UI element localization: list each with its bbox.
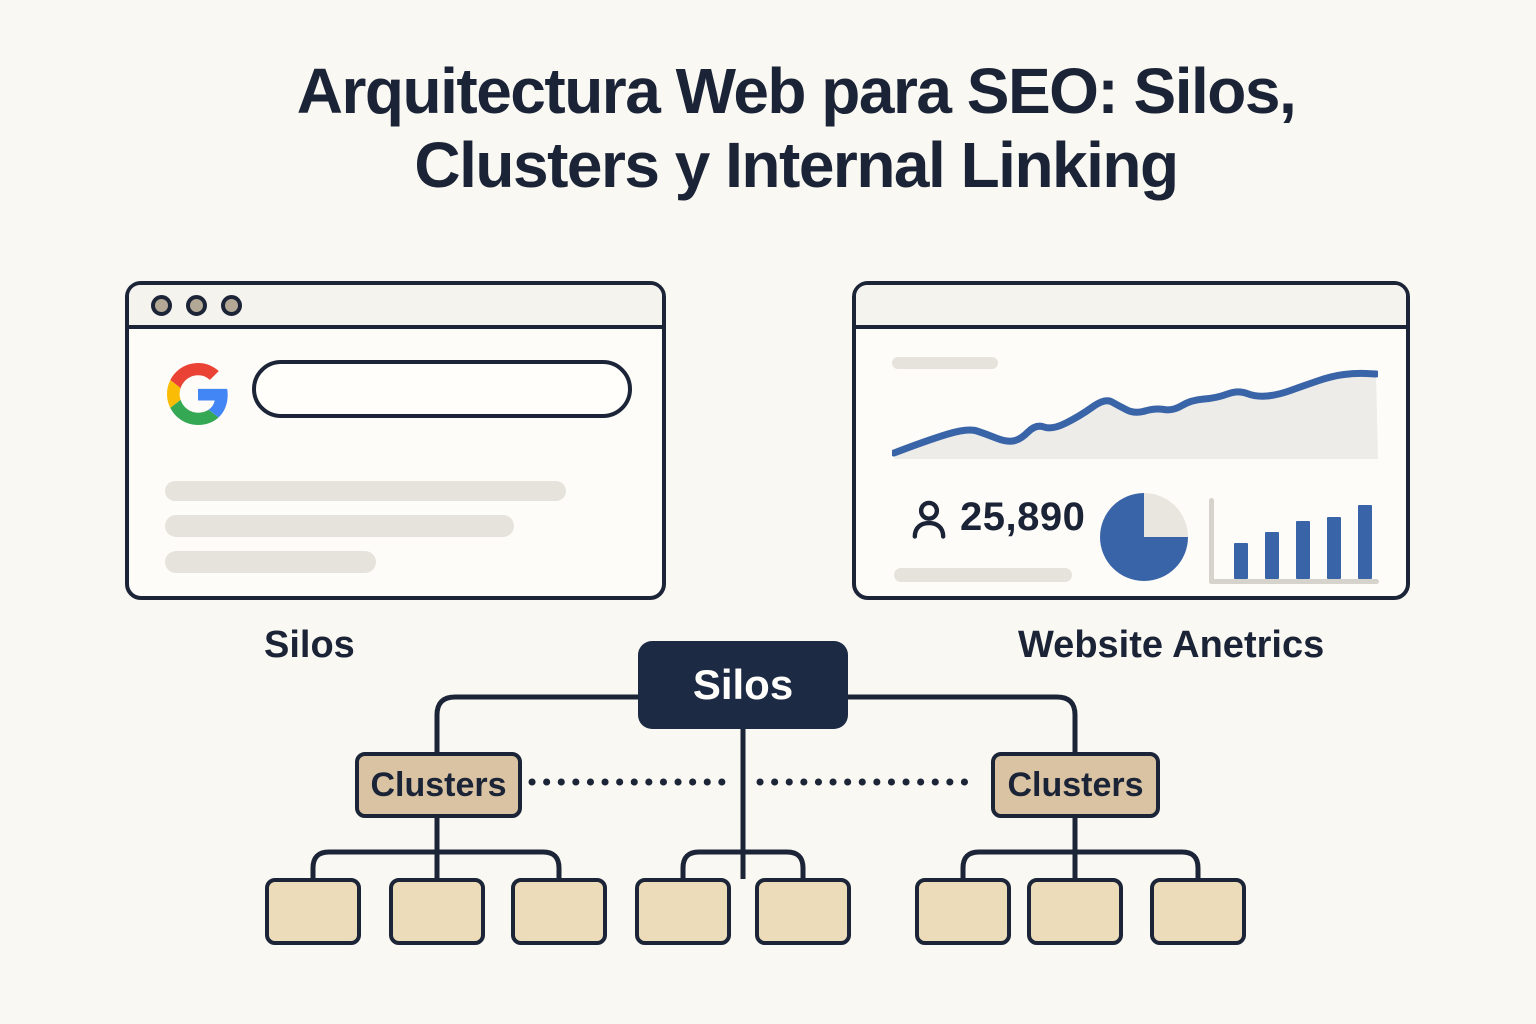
tree-page-box [511,878,607,945]
skeleton-text-bar [165,515,514,537]
person-icon [912,500,946,539]
google-g-logo-icon [167,363,228,425]
connector-right-bus [960,849,1201,879]
tree-page-box [635,878,731,945]
tree-root-silos-box: Silos [638,641,848,729]
connector-center-bus [680,849,806,879]
serp-browser-card [125,281,666,600]
page-title-line2: Clusters y Internal Linking [414,129,1179,202]
result-title-bar [165,442,465,468]
window-dot-icon [221,294,242,316]
cluster-left-label: Clusters [370,765,507,804]
connector-root-to-right-cluster [848,694,1078,752]
browser-titlebar [129,285,662,329]
bar-chart-bar [1358,505,1372,579]
bar-chart-bar [1296,521,1310,579]
window-dot-icon [151,294,172,316]
tree-page-box [1027,878,1123,945]
tree-root-label: Silos [692,661,794,708]
tree-page-box [265,878,361,945]
tree-page-box [389,878,485,945]
serp-card-label: Silos [264,624,355,666]
bar-chart-bar [1327,517,1341,579]
skeleton-text-bar [165,551,376,573]
bar-chart-x-axis [1209,579,1379,584]
page-title: Arquitectura Web para SEO: Silos, Cluste… [28,54,1536,202]
tree-cluster-right-box: Clusters [991,752,1160,818]
connector-root-to-left-cluster [434,694,638,752]
bar-chart-y-axis [1209,498,1214,584]
bar-chart [1234,499,1376,579]
visitor-count-value: 25,890 [960,495,1086,539]
skeleton-text-bar [165,481,566,501]
page-title-line1: Arquitectura Web para SEO: Silos, [296,55,1297,127]
skeleton-label-pill [894,568,1072,582]
analytics-dashboard-card: 25,890 [852,281,1410,600]
search-input-mock [252,360,632,418]
tree-page-box [755,878,851,945]
tree-cluster-left-box: Clusters [355,752,522,818]
traffic-trend-line-chart [892,369,1378,459]
analytics-card-label: Website Anetrics [1018,624,1325,666]
connector-left-bus [310,849,562,879]
tree-page-box [915,878,1011,945]
dashboard-titlebar [856,285,1406,329]
bar-chart-bar [1265,532,1279,579]
skeleton-label-pill [892,357,998,369]
tree-page-box [1150,878,1246,945]
bar-chart-bar [1234,543,1248,579]
cluster-right-label: Clusters [1007,765,1144,804]
pie-chart [1100,493,1188,581]
window-dot-icon [186,294,207,316]
